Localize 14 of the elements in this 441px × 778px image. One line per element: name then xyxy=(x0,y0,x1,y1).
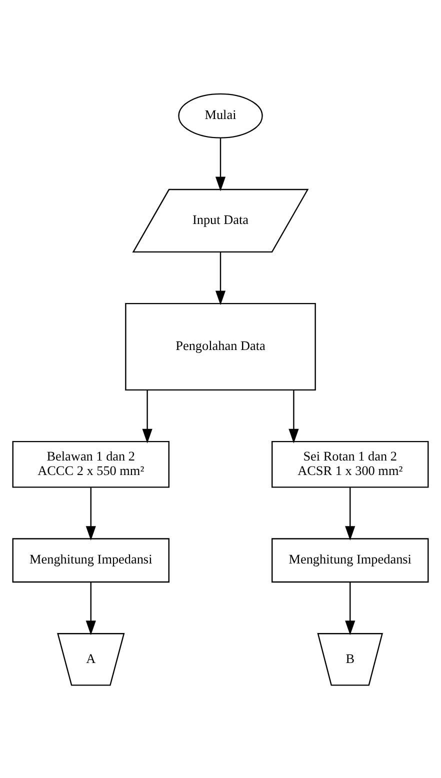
arrow xyxy=(215,252,226,305)
node-box: Belawan 1 dan 2 ACCC 2 x 550 mm² xyxy=(12,440,170,488)
arrow xyxy=(345,582,356,635)
arrow xyxy=(86,487,96,540)
node-box: Pengolahan Data xyxy=(125,302,316,390)
arrow xyxy=(215,138,226,191)
node-box: Menghitung Impedansi xyxy=(12,538,170,582)
node-ellipse: Mulai xyxy=(178,92,263,138)
arrow xyxy=(345,487,356,540)
arrow xyxy=(142,390,152,443)
node-box: Sei Rotan 1 dan 2 ACSR 1 x 300 mm² xyxy=(272,440,429,488)
node-box: Menghitung Impedansi xyxy=(272,538,429,582)
arrow xyxy=(86,582,96,635)
arrow xyxy=(288,390,299,443)
